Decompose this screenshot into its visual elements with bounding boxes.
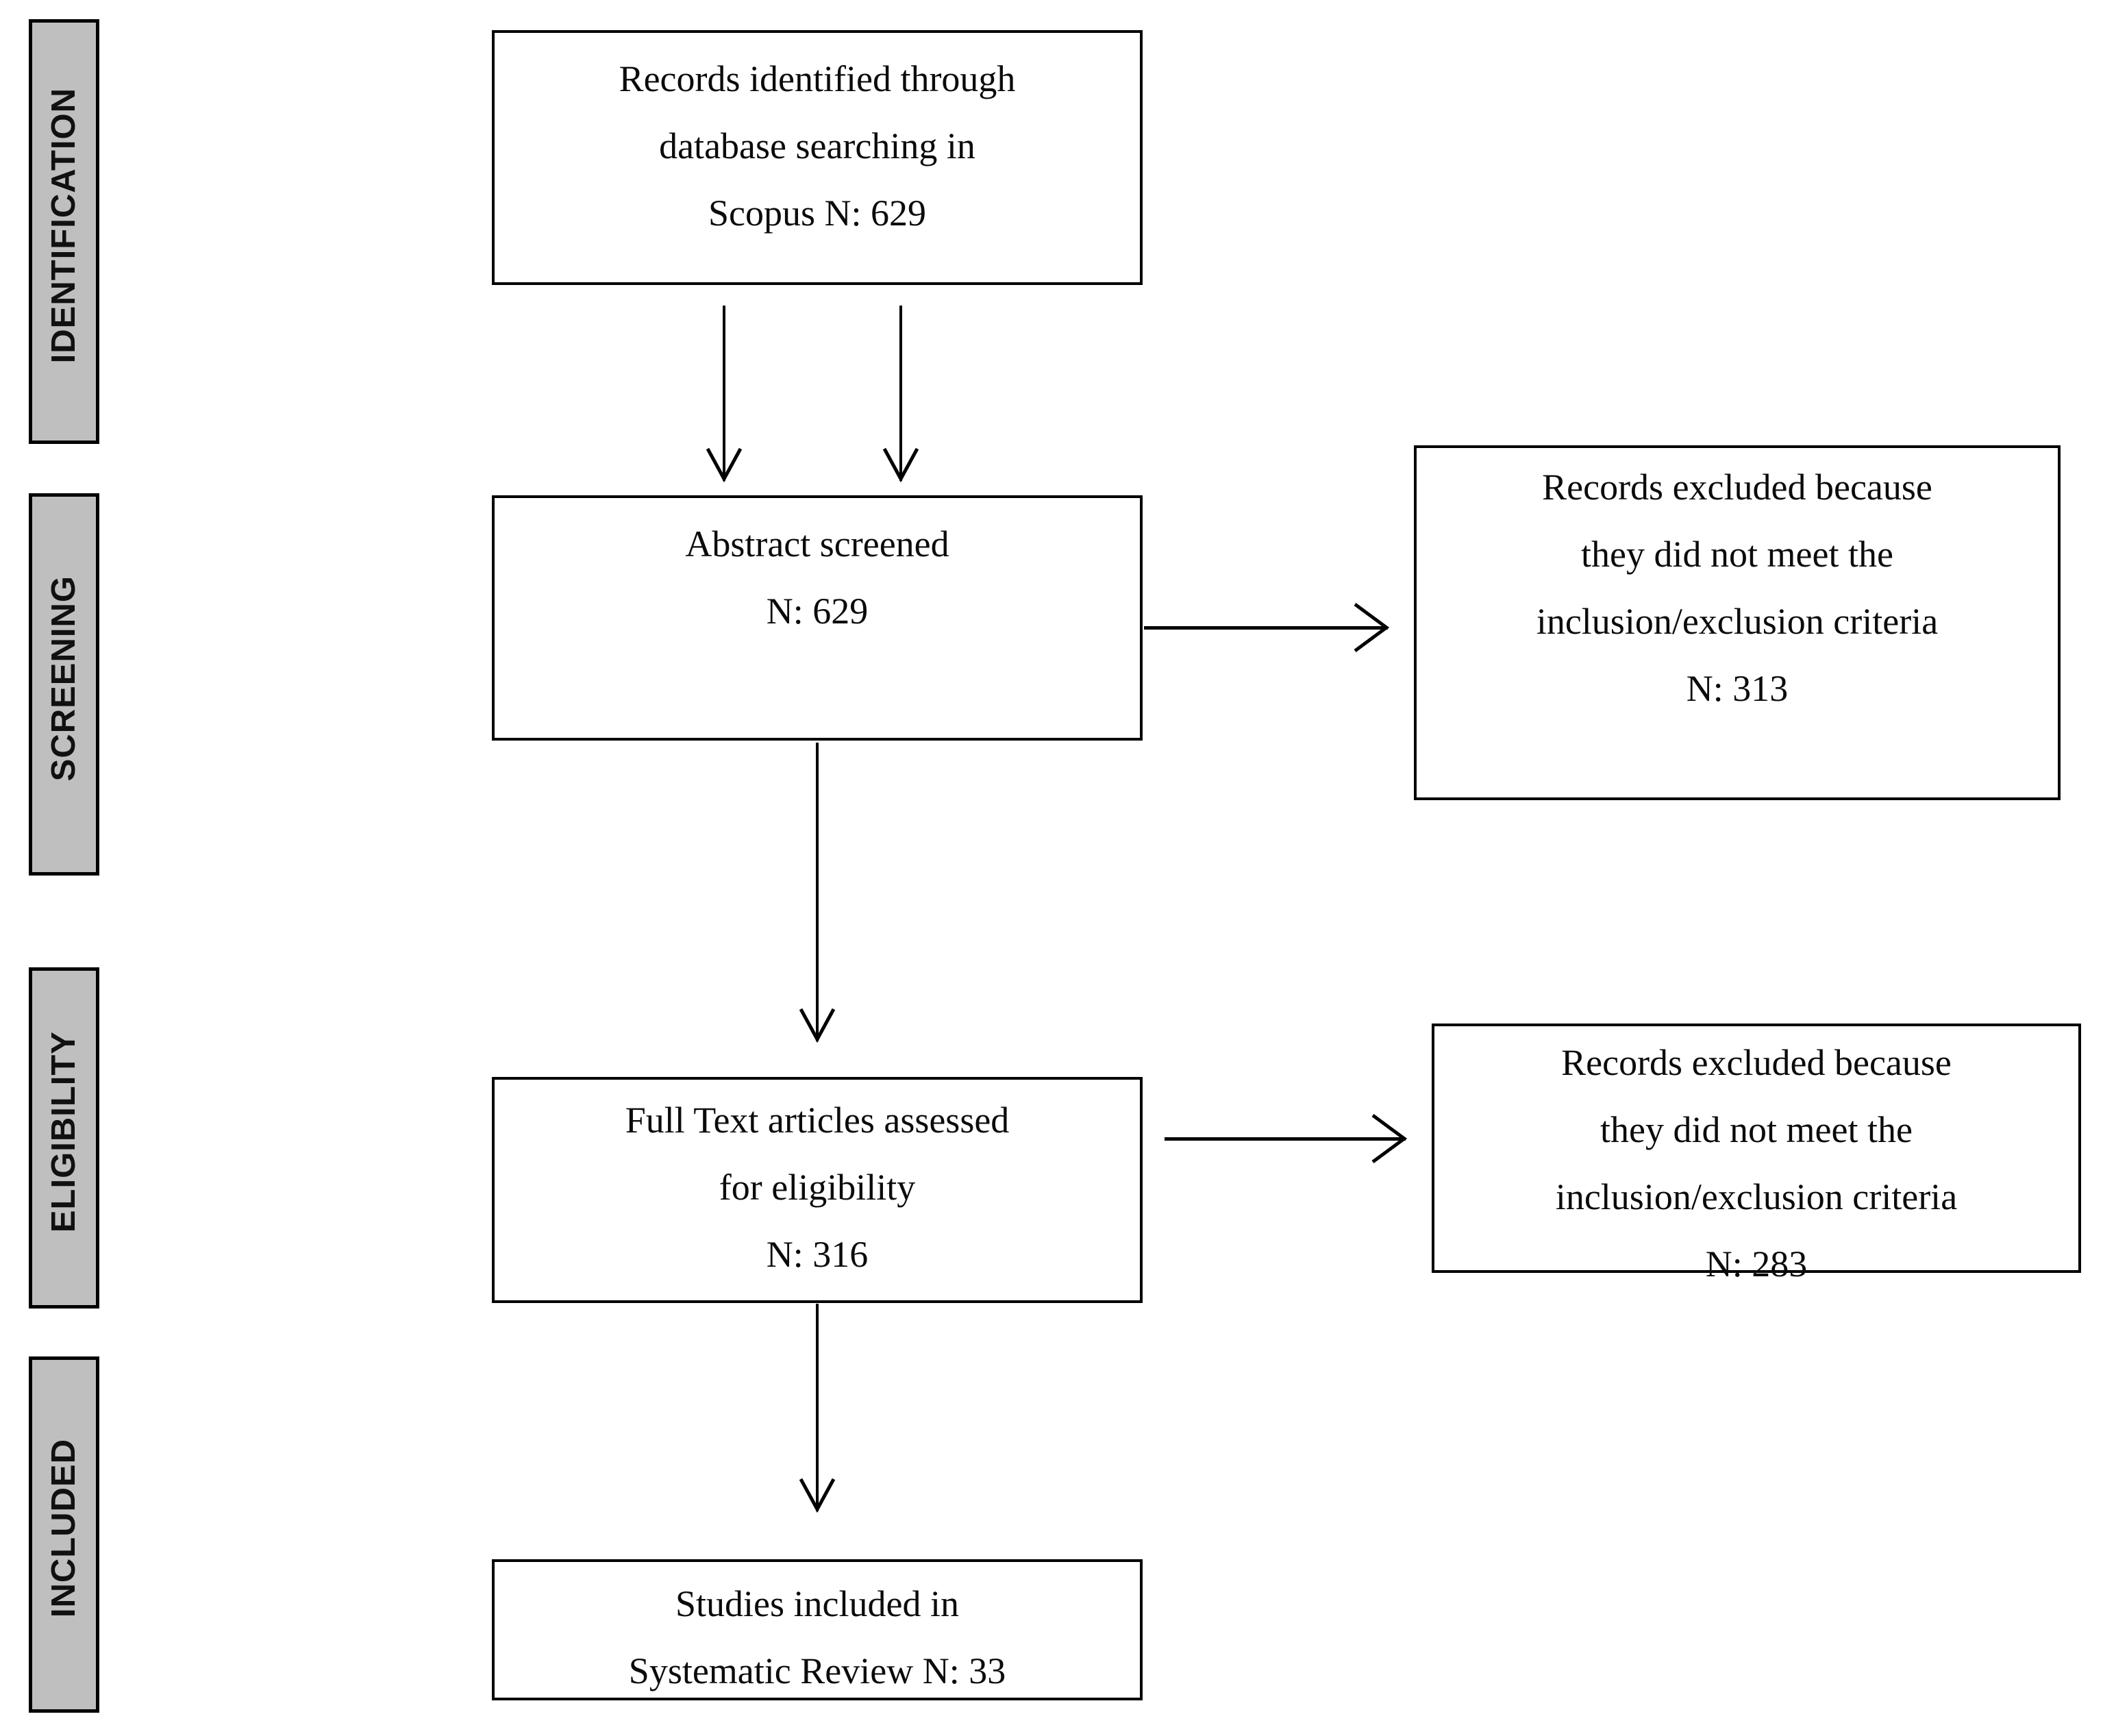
box-records-identified-line-2: database searching in (659, 125, 975, 166)
stage-label-included-text: INCLUDED (45, 1439, 82, 1618)
box-full-text-assessed-line-2: for eligibility (719, 1167, 916, 1208)
box-records-identified-line-3: Scopus N: 629 (708, 193, 926, 234)
box-excluded-eligibility: Records excluded because they did not me… (1432, 1024, 2081, 1282)
box-studies-included-line-1: Studies included in (675, 1583, 959, 1624)
box-abstract-screened-line-2: N: 629 (766, 591, 869, 632)
arrow-shaft (816, 1304, 819, 1511)
arrow-shaft (1165, 1137, 1406, 1141)
box-records-identified: Records identified through database sear… (492, 30, 1143, 285)
box-excluded-screening-line-1: Records excluded because (1542, 467, 1932, 508)
box-full-text-assessed: Full Text articles assessed for eligibil… (492, 1077, 1143, 1303)
box-excluded-eligibility-line-3: inclusion/exclusion criteria (1555, 1176, 1958, 1217)
box-excluded-eligibility-line-4: N: 283 (1705, 1243, 1808, 1285)
box-full-text-assessed-line-1: Full Text articles assessed (625, 1100, 1010, 1141)
box-excluded-screening: Records excluded because they did not me… (1414, 445, 2061, 800)
box-studies-included-line-2: Systematic Review N: 33 (628, 1650, 1006, 1691)
box-abstract-screened: Abstract screened N: 629 (492, 495, 1143, 741)
box-excluded-screening-line-3: inclusion/exclusion criteria (1536, 601, 1939, 642)
stage-label-screening-text: SCREENING (45, 575, 82, 782)
box-excluded-eligibility-line-2: they did not meet the (1600, 1109, 1913, 1150)
arrow-head-right-icon (1354, 602, 1390, 653)
box-excluded-screening-line-2: they did not meet the (1581, 534, 1893, 575)
stage-label-included: INCLUDED (29, 1356, 99, 1713)
stage-label-identification: IDENTIFICATION (29, 19, 99, 444)
box-full-text-assessed-line-3: N: 316 (766, 1234, 869, 1275)
arrow-shaft (816, 743, 819, 1041)
arrow-head-right-icon (1371, 1113, 1408, 1164)
box-excluded-eligibility-line-1: Records excluded because (1561, 1042, 1952, 1083)
arrow-shaft (1144, 626, 1388, 630)
box-records-identified-line-1: Records identified through (619, 58, 1016, 99)
box-studies-included: Studies included in Systematic Review N:… (492, 1559, 1143, 1700)
arrow-head-down-icon (882, 447, 919, 482)
arrow-head-down-icon (706, 447, 743, 482)
arrow-shaft (899, 306, 902, 481)
stage-label-eligibility-text: ELIGIBILITY (45, 1030, 82, 1233)
box-excluded-screening-line-4: N: 313 (1686, 668, 1789, 709)
stage-label-screening: SCREENING (29, 493, 99, 876)
arrow-head-down-icon (799, 1008, 836, 1043)
arrow-shaft (723, 306, 725, 481)
arrow-head-down-icon (799, 1478, 836, 1513)
box-abstract-screened-line-1: Abstract screened (685, 523, 949, 565)
stage-label-eligibility: ELIGIBILITY (29, 967, 99, 1309)
stage-label-identification-text: IDENTIFICATION (45, 87, 82, 364)
